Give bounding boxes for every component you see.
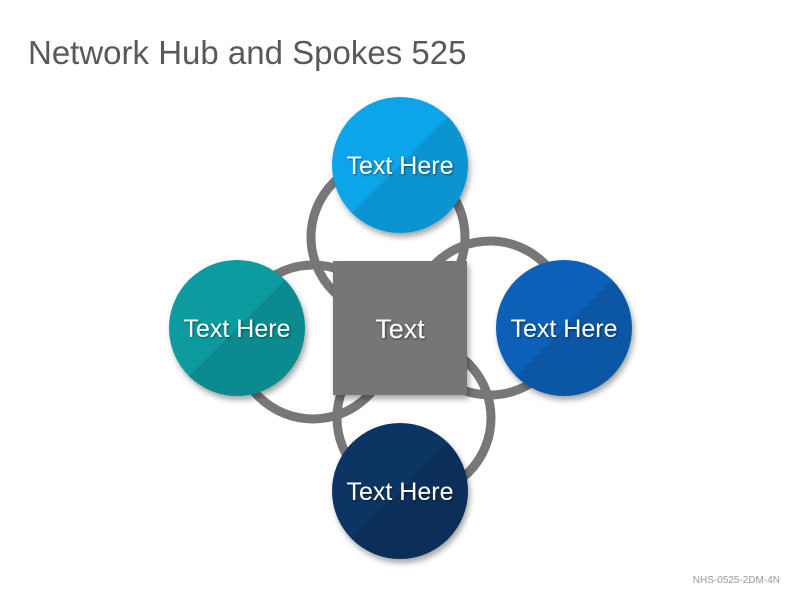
spoke-circle xyxy=(332,97,468,233)
spoke-shading xyxy=(332,423,468,559)
spoke-label: Text Here xyxy=(347,152,454,180)
spoke-label: Text Here xyxy=(347,478,454,506)
spoke-label: Text Here xyxy=(511,315,618,343)
spoke-circle xyxy=(496,260,632,396)
spoke-circle xyxy=(169,260,305,396)
hub-node[interactable]: Text xyxy=(333,261,467,395)
hub-label: Text xyxy=(375,314,425,344)
footer-code: NHS-0525-2DM-4N xyxy=(692,575,780,586)
hub-square xyxy=(333,261,467,395)
page-title: Network Hub and Spokes 525 xyxy=(28,34,467,71)
spoke-node-bottom[interactable]: Text Here xyxy=(332,423,468,559)
spoke-node-left[interactable]: Text Here xyxy=(169,260,305,396)
spoke-shading xyxy=(169,260,305,396)
spoke-node-top[interactable]: Text Here xyxy=(332,97,468,233)
spoke-label: Text Here xyxy=(184,315,291,343)
spoke-circle xyxy=(332,423,468,559)
spoke-node-right[interactable]: Text Here xyxy=(496,260,632,396)
spoke-shading xyxy=(332,97,468,233)
spoke-shading xyxy=(496,260,632,396)
